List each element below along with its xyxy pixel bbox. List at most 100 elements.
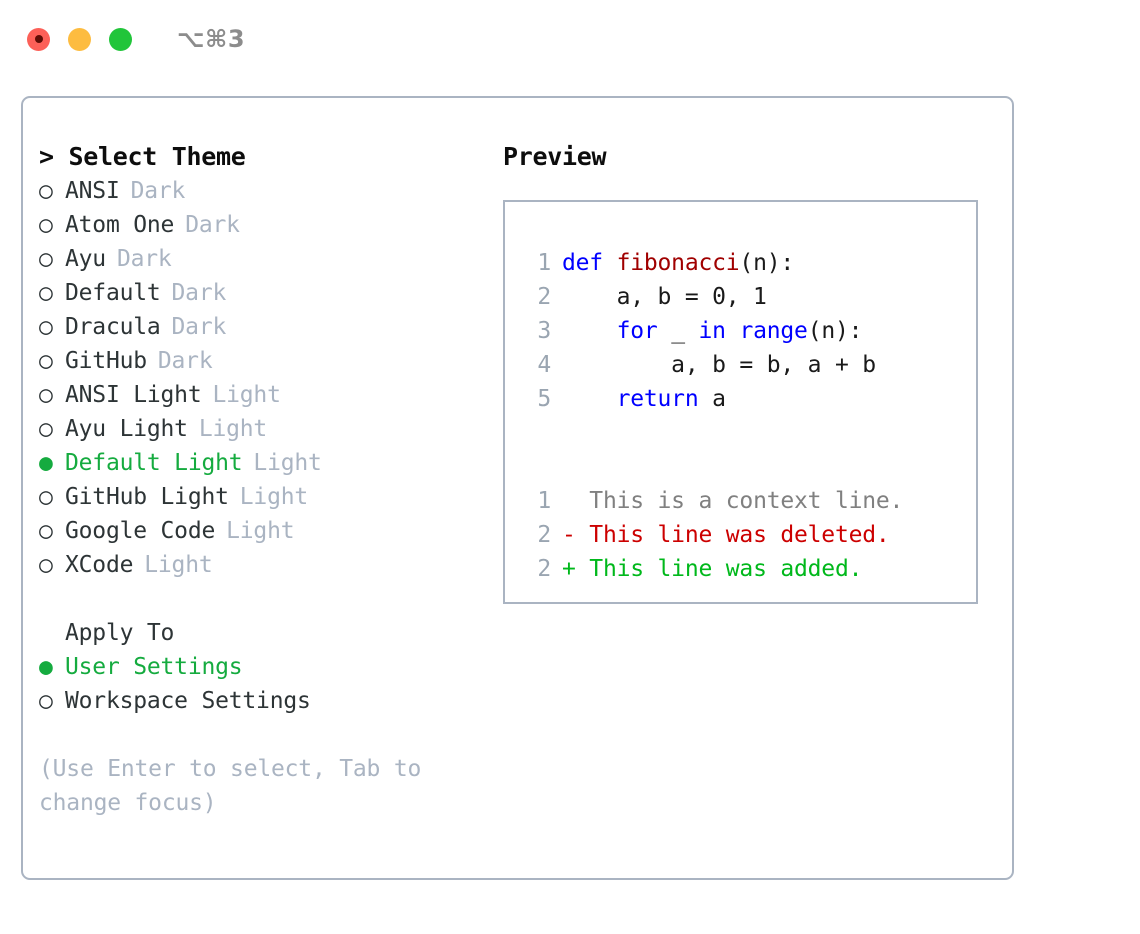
theme-list-item[interactable]: ○ GitHub Light Light	[39, 480, 485, 514]
code-token: def	[562, 250, 617, 276]
radio-unselected-icon: ○	[39, 246, 53, 272]
radio-unselected-icon: ○	[39, 314, 53, 340]
apply-to-label: Workspace Settings	[65, 688, 311, 714]
traffic-lights	[27, 27, 132, 51]
line-number: 1	[537, 250, 551, 276]
code-line: 4 a, b = b, a + b	[521, 348, 976, 382]
theme-name: Default	[65, 280, 161, 306]
code-line: 1 def fibonacci(n):	[521, 246, 976, 280]
code-line: 5 return a	[521, 382, 976, 416]
radio-selected-icon: ●	[39, 654, 53, 680]
code-token	[726, 318, 740, 344]
diff-text: This line was added.	[589, 556, 863, 582]
radio-unselected-icon: ○	[39, 280, 53, 306]
code-gap-2	[521, 450, 976, 484]
radio-unselected-icon: ○	[39, 212, 53, 238]
theme-variant-tag: Dark	[130, 178, 186, 204]
theme-name: GitHub Light	[65, 484, 229, 510]
close-button-icon[interactable]	[27, 27, 50, 51]
code-token: fibonacci	[616, 250, 740, 276]
line-number: 2	[537, 522, 551, 548]
code-token: in	[698, 318, 726, 344]
radio-selected-icon: ●	[39, 450, 53, 476]
theme-variant-tag: Light	[144, 552, 213, 578]
theme-name: ANSI Light	[65, 382, 202, 408]
theme-name: Atom One	[65, 212, 175, 238]
theme-variant-tag: Light	[226, 518, 295, 544]
theme-name: ANSI	[65, 178, 120, 204]
code-text: return a	[562, 382, 726, 416]
apply-to-title: Apply To	[65, 620, 175, 646]
code-token: a, b = 0, 1	[562, 284, 767, 310]
diff-line: 2- This line was deleted.	[521, 518, 976, 552]
diff-line: 2 + This line was added.	[521, 552, 976, 586]
theme-list-item[interactable]: ○ ANSI Dark	[39, 174, 485, 208]
diff-prefix: -	[562, 522, 590, 548]
apply-to-item[interactable]: ● User Settings	[39, 650, 485, 684]
window-title: ⌥⌘3	[177, 25, 246, 53]
theme-variant-tag: Light	[198, 416, 268, 442]
line-number: 2	[537, 284, 551, 310]
radio-unselected-icon: ○	[39, 178, 53, 204]
code-gap	[521, 416, 976, 450]
radio-unselected-icon: ○	[39, 382, 53, 408]
theme-name: Dracula	[65, 314, 161, 340]
theme-list-item[interactable]: ○ XCode Light	[39, 548, 485, 582]
theme-name: GitHub	[65, 348, 147, 374]
radio-unselected-icon: ○	[39, 348, 53, 374]
diff-text: This is a context line.	[589, 488, 904, 514]
apply-to-label: User Settings	[65, 654, 243, 680]
code-text: a, b = b, a + b	[562, 348, 876, 382]
maximize-button-icon[interactable]	[109, 27, 132, 51]
theme-name: XCode	[65, 552, 134, 578]
diff-prefix: +	[562, 556, 590, 582]
code-line: 2 a, b = 0, 1	[521, 280, 976, 314]
code-token: return	[616, 386, 699, 412]
theme-variant-tag: Light	[239, 484, 309, 510]
radio-unselected-icon: ○	[39, 518, 53, 544]
code-token: range	[739, 318, 808, 344]
theme-variant-tag: Dark	[116, 246, 172, 272]
theme-name: Default Light	[65, 450, 243, 476]
radio-unselected-icon: ○	[39, 484, 53, 510]
code-token	[562, 318, 617, 344]
radio-unselected-icon: ○	[39, 688, 53, 714]
radio-unselected-icon: ○	[39, 552, 53, 578]
line-number: 3	[537, 318, 551, 344]
theme-list-item[interactable]: ○ Ayu Light Light	[39, 412, 485, 446]
apply-to-list: ● User Settings ○ Workspace Settings	[39, 650, 485, 718]
theme-variant-tag: Dark	[171, 314, 227, 340]
diff-sample: 1 This is a context line.2- This line wa…	[521, 484, 976, 586]
minimize-button-icon[interactable]	[68, 27, 91, 51]
theme-variant-tag: Light	[212, 382, 281, 408]
line-number: 5	[537, 386, 551, 412]
code-token: (n):	[739, 250, 795, 276]
theme-list-item[interactable]: ○ ANSI Light Light	[39, 378, 485, 412]
line-number: 4	[537, 352, 551, 378]
code-token: a	[698, 386, 726, 412]
theme-name: Ayu Light	[65, 416, 188, 442]
apply-to-item[interactable]: ○ Workspace Settings	[39, 684, 485, 718]
diff-text: This line was deleted.	[589, 522, 890, 548]
preview-title: Preview	[503, 142, 607, 171]
recording-dot-icon	[34, 35, 43, 43]
line-number: 2	[537, 556, 551, 582]
code-token: (n):	[807, 318, 863, 344]
diff-line: 1 This is a context line.	[521, 484, 976, 518]
code-text: for _ in range(n):	[562, 314, 863, 348]
code-token	[562, 386, 617, 412]
theme-list-item[interactable]: ○ Dracula Dark	[39, 310, 485, 344]
radio-unselected-icon: ○	[39, 416, 53, 442]
